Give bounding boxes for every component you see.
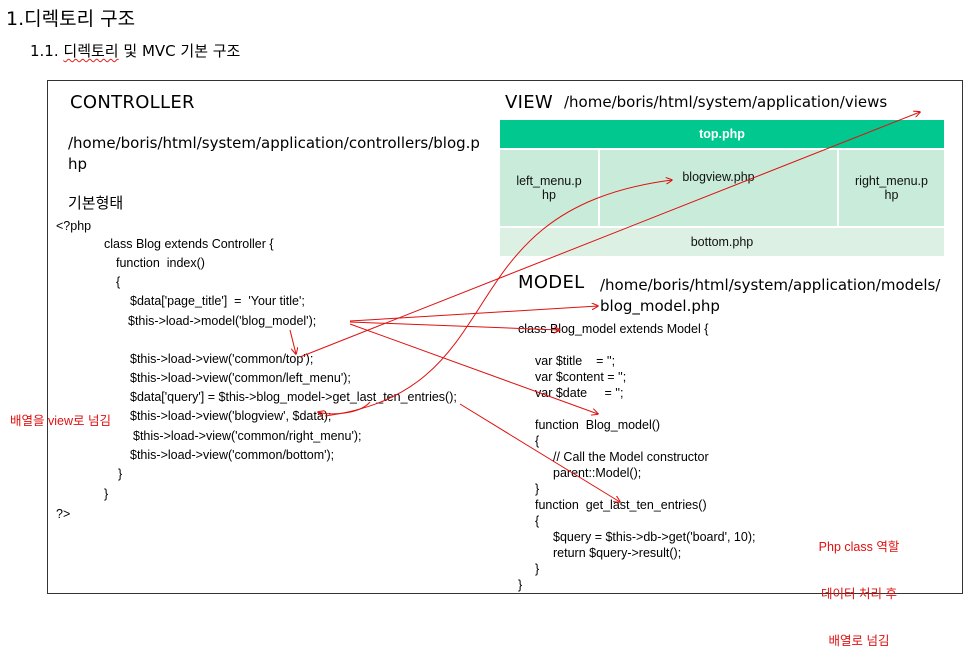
controller-basic-form-label: 기본형태 [68, 194, 124, 212]
model-code-line: { [535, 434, 540, 448]
model-title: MODEL [518, 272, 585, 293]
subsection-term: 디렉토리 [63, 42, 119, 60]
diagram-frame [47, 80, 963, 594]
layout-left-label-1: left_menu.p [516, 174, 582, 188]
model-code-line: var $date = ''; [535, 386, 624, 400]
model-code-line: { [535, 514, 540, 528]
layout-right-label-2: hp [884, 188, 899, 202]
subsection-number: 1.1. [30, 42, 64, 60]
annotation-php-role-line3: 배열로 넘김 [828, 634, 890, 648]
code-line: function index() [116, 256, 205, 270]
code-line: } [118, 467, 123, 481]
code-line: $data['query'] = $this->blog_model->get_… [130, 390, 457, 404]
section-heading: 1.디렉토리 구조 [6, 8, 136, 30]
code-line: $this->load->view('common/right_menu'); [133, 429, 362, 443]
code-line: } [104, 487, 109, 501]
view-path: /home/boris/html/system/application/view… [564, 93, 888, 111]
annotation-php-role-line2: 데이터 처리 후 [821, 587, 897, 601]
model-path-line1: /home/boris/html/system/application/mode… [600, 276, 941, 294]
layout-bottom-cell: bottom.php [500, 228, 944, 256]
layout-center-cell: blogview.php [600, 150, 837, 226]
annotation-php-role: Php class 역할 데이터 처리 후 배열로 넘김 [800, 508, 918, 663]
controller-path-line2: hp [68, 155, 88, 173]
code-line: { [116, 275, 121, 289]
code-line: $data['page_title'] = 'Your title'; [130, 294, 305, 308]
controller-path-line1: /home/boris/html/system/application/cont… [68, 134, 480, 152]
code-line: $this->load->view('blogview', $data); [130, 409, 332, 423]
layout-right-label-1: right_menu.p [855, 174, 928, 188]
code-line: class Blog extends Controller { [104, 237, 274, 251]
annotation-php-role-line1: Php class 역할 [818, 540, 900, 554]
subsection-heading: 1.1. 디렉토리 및 MVC 기본 구조 [30, 40, 240, 61]
layout-right-cell: right_menu.p hp [839, 150, 944, 226]
model-code-line: $query = $this->db->get('board', 10); [553, 530, 756, 544]
code-line: ?> [56, 507, 71, 521]
model-path-line2: blog_model.php [600, 297, 720, 315]
controller-title: CONTROLLER [70, 92, 195, 113]
subsection-rest: 및 MVC 기본 구조 [118, 42, 241, 60]
code-line: <?php [56, 219, 92, 233]
layout-top-cell: top.php [500, 120, 944, 148]
layout-left-label-2: hp [542, 188, 556, 202]
model-code-line: return $query->result(); [553, 546, 682, 560]
code-line: $this->load->view('common/left_menu'); [130, 371, 351, 385]
model-code-line: function get_last_ten_entries() [535, 498, 707, 512]
model-code-line: } [535, 562, 540, 576]
code-line: $this->load->view('common/top'); [130, 352, 314, 366]
model-code-line: class Blog_model extends Model { [518, 322, 709, 336]
model-code-line: function Blog_model() [535, 418, 661, 432]
model-code-line: } [518, 578, 523, 592]
code-line: $this->load->model('blog_model'); [128, 314, 317, 328]
annotation-array-to-view: 배열을 view로 넘김 [10, 414, 111, 428]
code-line: $this->load->view('common/bottom'); [130, 448, 335, 462]
view-title: VIEW [505, 92, 553, 113]
layout-left-cell: left_menu.p hp [500, 150, 598, 226]
model-code-line: parent::Model(); [553, 466, 642, 480]
